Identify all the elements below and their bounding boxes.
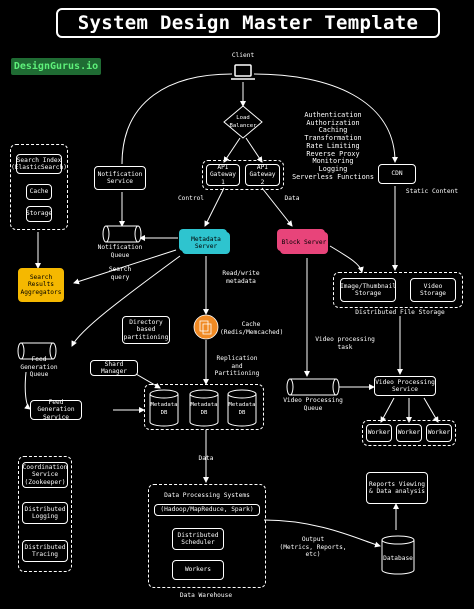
search-group bbox=[10, 144, 68, 230]
replication-label: Replication and Partitioning bbox=[214, 355, 260, 377]
metadata-db-group bbox=[144, 384, 264, 430]
image-thumbnail-storage: Image/Thumbnail Storage bbox=[340, 278, 396, 302]
control-label: Control bbox=[177, 195, 205, 202]
data-bottom-label: Data bbox=[198, 455, 214, 462]
coordination-service: Coordination Service (Zookeeper) bbox=[22, 462, 68, 488]
cache-label: Cache (Redis/Memcached) bbox=[220, 321, 284, 336]
database-label: Database bbox=[383, 555, 413, 562]
distributed-logging: Distributed Logging bbox=[22, 502, 68, 524]
client-label: Client bbox=[231, 52, 255, 59]
worker-group bbox=[362, 420, 456, 446]
reports-box: Reports Viewing & Data analysis bbox=[366, 472, 428, 504]
worker-2: Worker bbox=[396, 424, 422, 442]
load-balancer-shape bbox=[223, 105, 263, 139]
data-processing-systems: Data Processing Systems bbox=[160, 490, 254, 502]
api-gateway-1: API Gateway 1 bbox=[206, 164, 240, 186]
notification-service: Notification Service bbox=[94, 166, 146, 190]
ops-group bbox=[18, 456, 72, 572]
metadata-server: Metadata Server bbox=[182, 232, 230, 254]
video-processing-task-label: Video processing task bbox=[315, 336, 375, 351]
cdn-box: CDN bbox=[378, 164, 416, 184]
workers-box: Workers bbox=[172, 560, 224, 580]
data-warehouse-label: Data Warehouse bbox=[179, 592, 233, 599]
data-warehouse-group bbox=[148, 484, 266, 588]
worker-3: Worker bbox=[426, 424, 452, 442]
block-server: Block Server bbox=[280, 232, 328, 254]
search-cache: Cache bbox=[26, 184, 52, 200]
metadata-db-3: Metadata DB bbox=[228, 402, 256, 416]
shard-manager: Shard Manager bbox=[90, 360, 138, 376]
feed-generation-service: Feed Generation Service bbox=[30, 399, 82, 421]
feed-generation-queue-label: Feed Generation Queue bbox=[20, 356, 58, 378]
load-balancer-label: Load Balancer bbox=[229, 115, 257, 129]
search-results-aggregators: Search Results Aggregators bbox=[18, 268, 64, 302]
cache-icon bbox=[193, 314, 219, 340]
client-laptop-icon bbox=[231, 64, 255, 80]
api-gateway-2: API Gateway 2 bbox=[245, 164, 280, 186]
video-processing-queue-label: Video Processing Queue bbox=[283, 397, 343, 412]
video-storage: Video Storage bbox=[410, 278, 456, 302]
gateway-features-text: Authentication Authorization Caching Tra… bbox=[292, 111, 374, 181]
static-content-label: Static Content bbox=[405, 188, 459, 195]
read-write-metadata-label: Read/write metadata bbox=[222, 270, 260, 285]
brand-badge: DesignGurus.io bbox=[11, 58, 101, 75]
directory-partitioning: Directory based partitioning bbox=[122, 316, 170, 344]
api-gateway-group bbox=[202, 160, 284, 190]
notification-queue-label: Notification Queue bbox=[97, 244, 143, 259]
distributed-file-storage-group bbox=[333, 272, 463, 308]
data-top-label: Data bbox=[284, 195, 300, 202]
metadata-db-1: Metadata DB bbox=[150, 402, 178, 416]
output-label: Output (Metrics, Reports, etc) bbox=[279, 536, 347, 558]
hadoop-spark: (Hadoop/MapReduce, Spark) bbox=[154, 504, 260, 516]
video-processing-service: Video Processing Service bbox=[374, 376, 436, 396]
search-query-label: Search query bbox=[108, 266, 132, 281]
search-storage: Storage bbox=[26, 206, 52, 222]
worker-1: Worker bbox=[366, 424, 392, 442]
distributed-scheduler: Distributed Scheduler bbox=[172, 528, 224, 550]
search-index: Search Index (ElasticSearch) bbox=[11, 154, 67, 174]
metadata-db-2: Metadata DB bbox=[190, 402, 218, 416]
page-title: System Design Master Template bbox=[56, 8, 440, 38]
distributed-file-storage-label: Distributed File Storage bbox=[355, 309, 445, 316]
distributed-tracing: Distributed Tracing bbox=[22, 540, 68, 562]
